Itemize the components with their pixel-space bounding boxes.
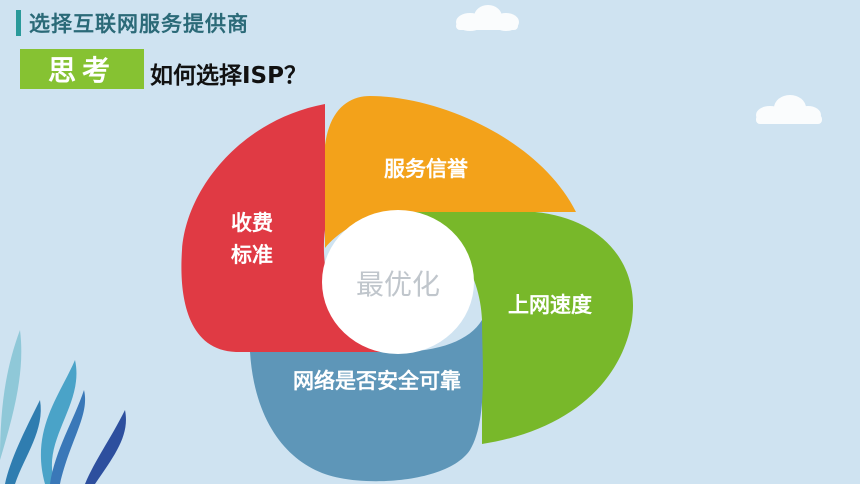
leaf-decoration-icon <box>0 330 126 484</box>
cloud-icon <box>456 5 519 31</box>
petal-internet-speed <box>400 212 634 444</box>
slide-title: 选择互联网服务提供商 <box>16 8 249 38</box>
petal-label-pricing-line2: 标准 <box>231 243 273 267</box>
cloud-icon <box>756 95 822 124</box>
center-label: 最优化 <box>356 268 440 301</box>
petal-service-reputation <box>325 96 576 248</box>
petal-label-network-security: 网络是否安全可靠 <box>293 369 461 393</box>
petal-label-internet-speed: 上网速度 <box>508 293 592 317</box>
petal-network-security <box>250 320 483 482</box>
petal-label-pricing-line1: 收费 <box>231 211 273 235</box>
question-text: 如何选择ISP？ <box>150 63 307 89</box>
petal-label-service-reputation: 服务信誉 <box>384 157 469 181</box>
center-circle <box>322 210 474 354</box>
title-text: 选择互联网服务提供商 <box>29 12 249 36</box>
petal-pricing-standard <box>181 104 400 352</box>
title-accent-bar <box>16 10 21 36</box>
think-badge: 思考 <box>20 49 144 89</box>
